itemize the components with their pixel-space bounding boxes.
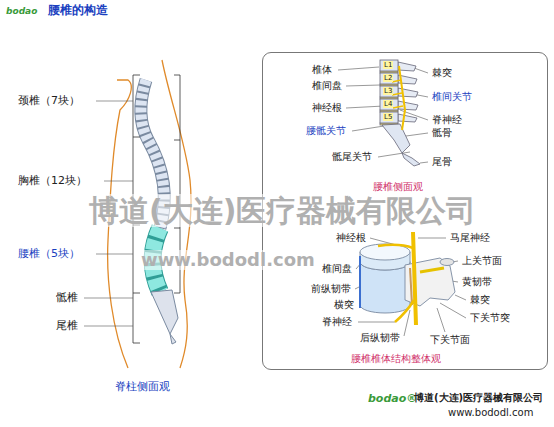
leader-line — [338, 67, 410, 157]
part-label: 神经根 — [336, 232, 366, 244]
part-label: 脊神经 — [432, 114, 462, 126]
part-label: 椎体 — [312, 64, 332, 76]
vertebra-3d-view — [420, 268, 444, 272]
region-label: 腰椎（5块） — [18, 247, 80, 260]
lumbar-side-view — [392, 80, 403, 108]
part-label: 椎间关节 — [432, 91, 472, 103]
logo: bodao® — [368, 392, 417, 405]
part-label: 黄韧带 — [462, 276, 492, 288]
part-label: 棘突 — [432, 67, 452, 79]
vertebra-number: L1 — [383, 61, 393, 69]
leader-line — [355, 238, 410, 336]
part-label: 神经根 — [312, 102, 342, 114]
spine-column — [170, 334, 176, 344]
part-label: 下关节面 — [430, 334, 470, 346]
vertebra-3d-view — [360, 232, 455, 325]
part-label: 前纵韧带 — [311, 283, 351, 295]
region-label: 胸椎（12块） — [18, 174, 87, 187]
vertebra-3d-view — [410, 268, 412, 305]
lumbar-side-view — [380, 60, 420, 166]
lumbar-side-view — [398, 62, 418, 122]
part-label: 骶尾关节 — [332, 151, 372, 163]
company-name: 博道(大连)医疗器械有限公司 — [414, 392, 543, 404]
region-label: 颈椎（7块） — [18, 94, 80, 107]
lumbar-side-view — [380, 73, 398, 84]
part-label: 椎间盘 — [312, 80, 342, 92]
vertebra-number: L5 — [383, 113, 393, 121]
part-label: 棘突 — [470, 294, 490, 306]
part-label: 横突 — [334, 299, 354, 311]
part-label: 脊神经 — [322, 316, 352, 328]
lumbar-side-view — [399, 66, 405, 130]
view-caption: 腰椎侧面观 — [373, 181, 423, 193]
part-label: 尾骨 — [432, 156, 452, 168]
website: www.bododl.com — [448, 407, 533, 419]
vertebra-number: L2 — [383, 74, 393, 82]
lumbar-side-view — [380, 112, 398, 123]
lumbar-side-view — [382, 124, 410, 153]
lumbar-side-view — [380, 86, 398, 97]
part-label: 马尾神经 — [450, 232, 490, 244]
title: 腰椎的构造 — [48, 3, 108, 17]
logo: bodao — [6, 6, 37, 17]
part-label: 下关节突 — [470, 312, 510, 324]
watermark: 博道(大连)医疗器械有限公司 — [88, 194, 477, 227]
vertebra-number: L4 — [383, 100, 393, 108]
part-label: 后纵韧带 — [360, 332, 400, 344]
region-label: 骶椎 — [56, 291, 78, 304]
lumbar-side-view — [380, 99, 398, 110]
part-label: 上关节面 — [462, 255, 502, 267]
view-caption: 腰椎椎体结构整体观 — [351, 353, 441, 365]
figure-caption: 脊柱侧面观 — [115, 380, 170, 393]
part-label: 骶骨 — [432, 127, 452, 139]
lumbar-side-view — [402, 153, 420, 166]
region-label: 尾椎 — [56, 319, 78, 332]
vertebra-3d-view — [440, 259, 454, 266]
spine-column — [151, 290, 178, 334]
watermark: www.bododl.com — [140, 250, 316, 270]
vertebra-3d-view — [378, 245, 414, 322]
lumbar-side-view — [380, 60, 398, 71]
vertebra-3d-view — [413, 232, 416, 325]
vertebra-number: L3 — [383, 87, 393, 95]
part-label: 椎间盘 — [322, 263, 352, 275]
vertebra-3d-view — [359, 256, 361, 308]
part-label: 腰骶关节 — [306, 125, 346, 137]
